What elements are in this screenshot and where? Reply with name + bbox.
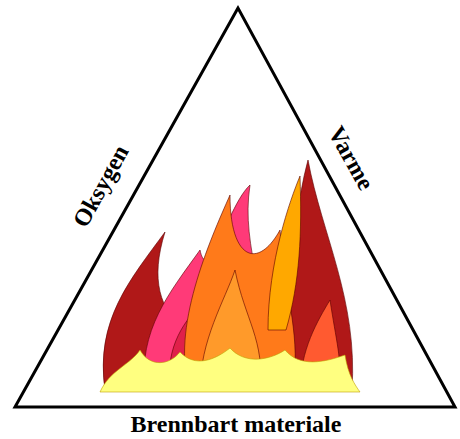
flame: [268, 176, 301, 330]
fire-triangle: [15, 8, 455, 407]
flame-base: [100, 348, 360, 392]
side-label: Brennbart materiale: [131, 412, 342, 436]
side-label: Oksygen: [69, 141, 133, 231]
flames: [100, 160, 360, 392]
